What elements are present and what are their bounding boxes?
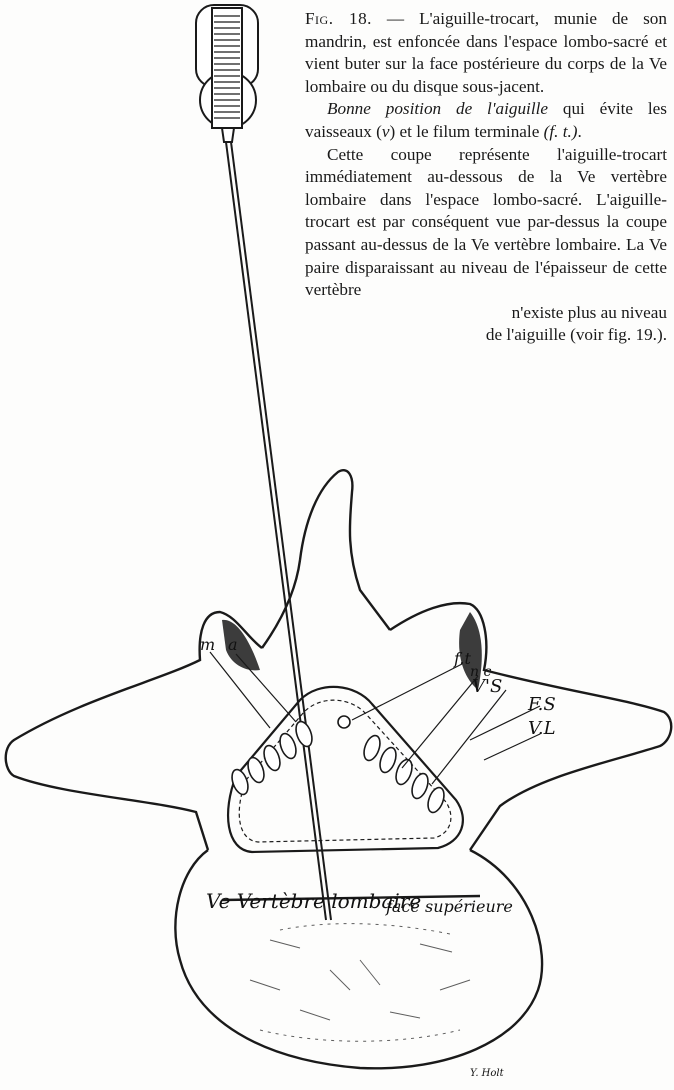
label-vs: V'S: [472, 676, 502, 697]
trocar-needle: [226, 142, 331, 920]
label-face: face supérieure: [385, 897, 513, 916]
articular-shading: [222, 612, 482, 690]
label-m: m: [200, 635, 215, 654]
nerve-roots-left: [229, 719, 315, 796]
filum-terminale: [338, 716, 350, 728]
syringe-hub: [196, 5, 258, 142]
label-a: a: [228, 635, 238, 654]
artist-signature: Y. Holt: [470, 1068, 505, 1079]
label-ft: f.t: [453, 649, 471, 668]
body-texture: [250, 924, 470, 1042]
label-fs: F.S: [527, 694, 556, 715]
label-vl: V.L: [528, 718, 556, 739]
